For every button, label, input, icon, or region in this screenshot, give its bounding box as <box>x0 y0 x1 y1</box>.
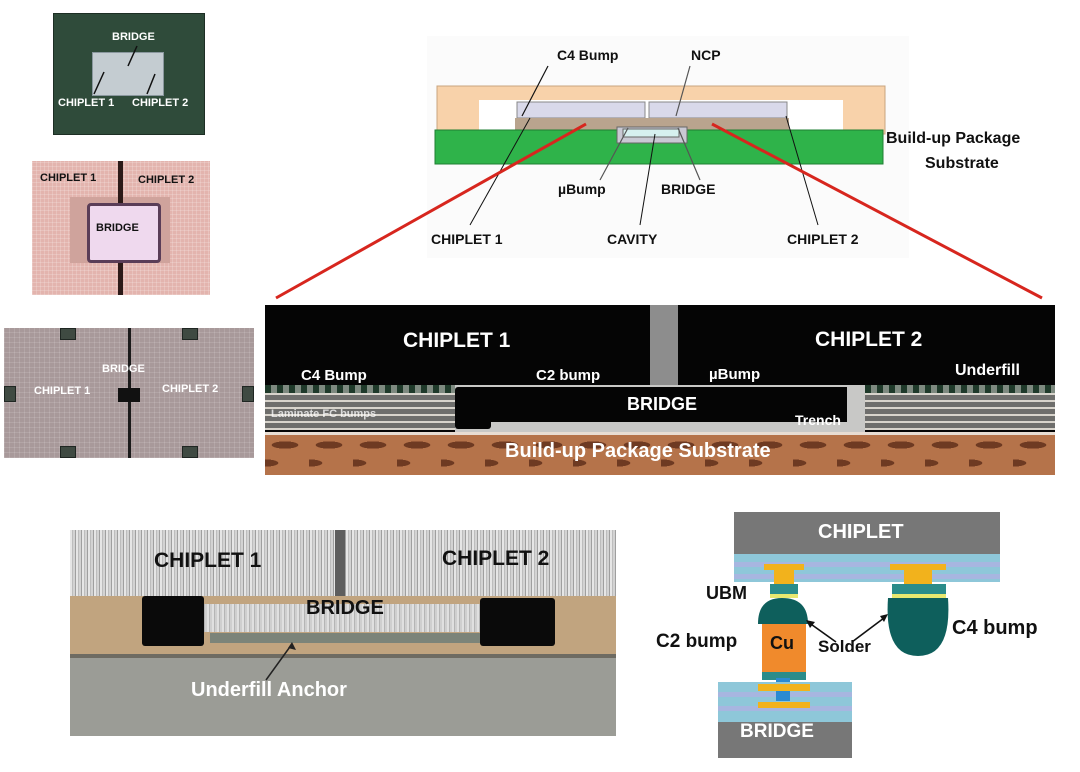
underfill-layer <box>210 633 480 643</box>
c2-copper-pillar <box>762 624 806 672</box>
pad <box>182 446 198 458</box>
build-up-substrate <box>265 435 1055 475</box>
photo1-chiplet2-label: CHIPLET 2 <box>132 97 189 109</box>
bridge-die <box>162 604 516 632</box>
photo1-arrows <box>93 45 156 95</box>
schem-substrate-label-2: Substrate <box>925 155 999 172</box>
photo3-chiplet1-label: CHIPLET 1 <box>34 385 91 397</box>
sem-bridge-label: BRIDGE <box>627 394 698 414</box>
anchor-right <box>480 598 555 646</box>
bridge-window <box>92 52 164 96</box>
pad <box>242 386 254 402</box>
c4-ubm <box>892 584 946 594</box>
sem-ubump-label: µBump <box>709 366 761 383</box>
schem-chiplet1-label: CHIPLET 1 <box>431 231 503 247</box>
substrate-seam <box>70 654 616 660</box>
sem-substrate-label: Build-up Package Substrate <box>505 440 771 462</box>
photo3-chiplet2-label: CHIPLET 2 <box>162 383 219 395</box>
photo1-bridge-label: BRIDGE <box>112 31 155 43</box>
bridge-die <box>622 128 680 138</box>
pad <box>60 328 76 340</box>
bump-bridge-label: BRIDGE <box>740 721 814 742</box>
chiplet1-die <box>516 101 646 119</box>
substrate <box>70 658 616 736</box>
chiplet-gap <box>650 305 678 387</box>
package-schematic: C4 Bump NCP µBump BRIDGE CHIPLET 1 CAVIT… <box>427 36 909 258</box>
package-photo: BRIDGE CHIPLET 1 CHIPLET 2 <box>53 13 205 135</box>
bump-c4-label: C4 bump <box>952 617 1038 639</box>
sem-c4-bump-label: C4 Bump <box>301 367 367 384</box>
sem-underfill-label: Underfill <box>955 362 1020 379</box>
pad <box>60 446 76 458</box>
photo1-chiplet1-label: CHIPLET 1 <box>58 97 115 109</box>
sem2-underfill-anchor-label: Underfill Anchor <box>191 679 347 701</box>
photo2-chiplet1-label: CHIPLET 1 <box>40 172 97 184</box>
topview-photo-pink: CHIPLET 1 CHIPLET 2 BRIDGE <box>32 161 210 295</box>
bridge-die <box>87 203 161 263</box>
sem-cross-section: CHIPLET 1 CHIPLET 2 C4 Bump C2 bump µBum… <box>265 305 1055 475</box>
chiplet-die <box>734 512 1000 554</box>
c4-bump-row <box>865 385 1055 393</box>
sem-chiplet1-label: CHIPLET 1 <box>403 329 511 352</box>
pad <box>4 386 16 402</box>
anchor-left <box>142 596 204 646</box>
schem-ubump-label: µBump <box>558 181 606 197</box>
photo2-chiplet2-label: CHIPLET 2 <box>138 174 195 186</box>
c2-solder-cap <box>758 598 808 624</box>
arrowhead-icon <box>288 642 296 650</box>
c4-solder-ball <box>887 598 949 656</box>
topview-photo-grey: BRIDGE CHIPLET 1 CHIPLET 2 <box>4 328 254 458</box>
sem-bottom-cross-section: CHIPLET 1 CHIPLET 2 BRIDGE Underfill Anc… <box>70 530 616 736</box>
photo3-bridge-label: BRIDGE <box>102 363 145 375</box>
bridge-die <box>118 388 140 402</box>
chiplet-gap <box>335 530 345 596</box>
sem2-chiplet1-label: CHIPLET 1 <box>154 549 262 572</box>
schem-chiplet2-label: CHIPLET 2 <box>787 231 859 247</box>
sem2-arrow <box>265 642 296 681</box>
sem2-bridge-label: BRIDGE <box>306 597 384 619</box>
underfill-anchor <box>455 387 491 429</box>
photo2-bridge-label: BRIDGE <box>96 222 139 234</box>
arrow-solder-c4-icon <box>851 617 885 643</box>
sem-trench-label: Trench <box>795 412 841 428</box>
bump-drawing <box>718 512 1000 758</box>
schem-substrate-label-1: Build-up Package <box>886 130 1021 147</box>
sem-laminate-label: Laminate FC bumps <box>271 408 377 420</box>
sem2-chiplet2-label: CHIPLET 2 <box>442 547 550 570</box>
sem-chiplet2-label: CHIPLET 2 <box>815 328 923 351</box>
schem-ncp-label: NCP <box>691 47 721 63</box>
schem-c4-bump-label: C4 Bump <box>557 47 619 63</box>
arrow-chiplet2-icon <box>146 73 156 95</box>
bump-solder-label: Solder <box>818 637 871 656</box>
chiplet2-die <box>648 101 788 119</box>
arrow-chiplet1-icon <box>93 71 105 95</box>
arrow-bridge-icon <box>127 45 138 67</box>
schem-cavity-label: CAVITY <box>607 231 658 247</box>
bump-diagram: CHIPLET UBM C2 bump Cu Solder C4 bump BR… <box>656 506 1072 766</box>
substrate-surface <box>265 432 1055 435</box>
bump-c2-label: C2 bump <box>656 631 738 652</box>
arrow-underfill-anchor-icon <box>265 643 293 681</box>
sem-c2-bump-label: C2 bump <box>536 367 601 384</box>
bump-ubm-label: UBM <box>706 583 747 603</box>
schematic-drawing <box>434 85 886 165</box>
arrow-solder-c2-icon <box>807 621 837 643</box>
schem-bridge-label: BRIDGE <box>661 181 716 197</box>
c2-pad <box>764 564 804 570</box>
pad <box>182 328 198 340</box>
bridge-die <box>487 387 847 422</box>
c4-pad <box>890 564 946 570</box>
bridge-die <box>718 722 852 758</box>
c2-ubm <box>770 584 798 594</box>
bump-cu-label: Cu <box>770 633 794 653</box>
c4-bump-row <box>265 385 455 393</box>
bump-chiplet-label: CHIPLET <box>818 521 904 543</box>
